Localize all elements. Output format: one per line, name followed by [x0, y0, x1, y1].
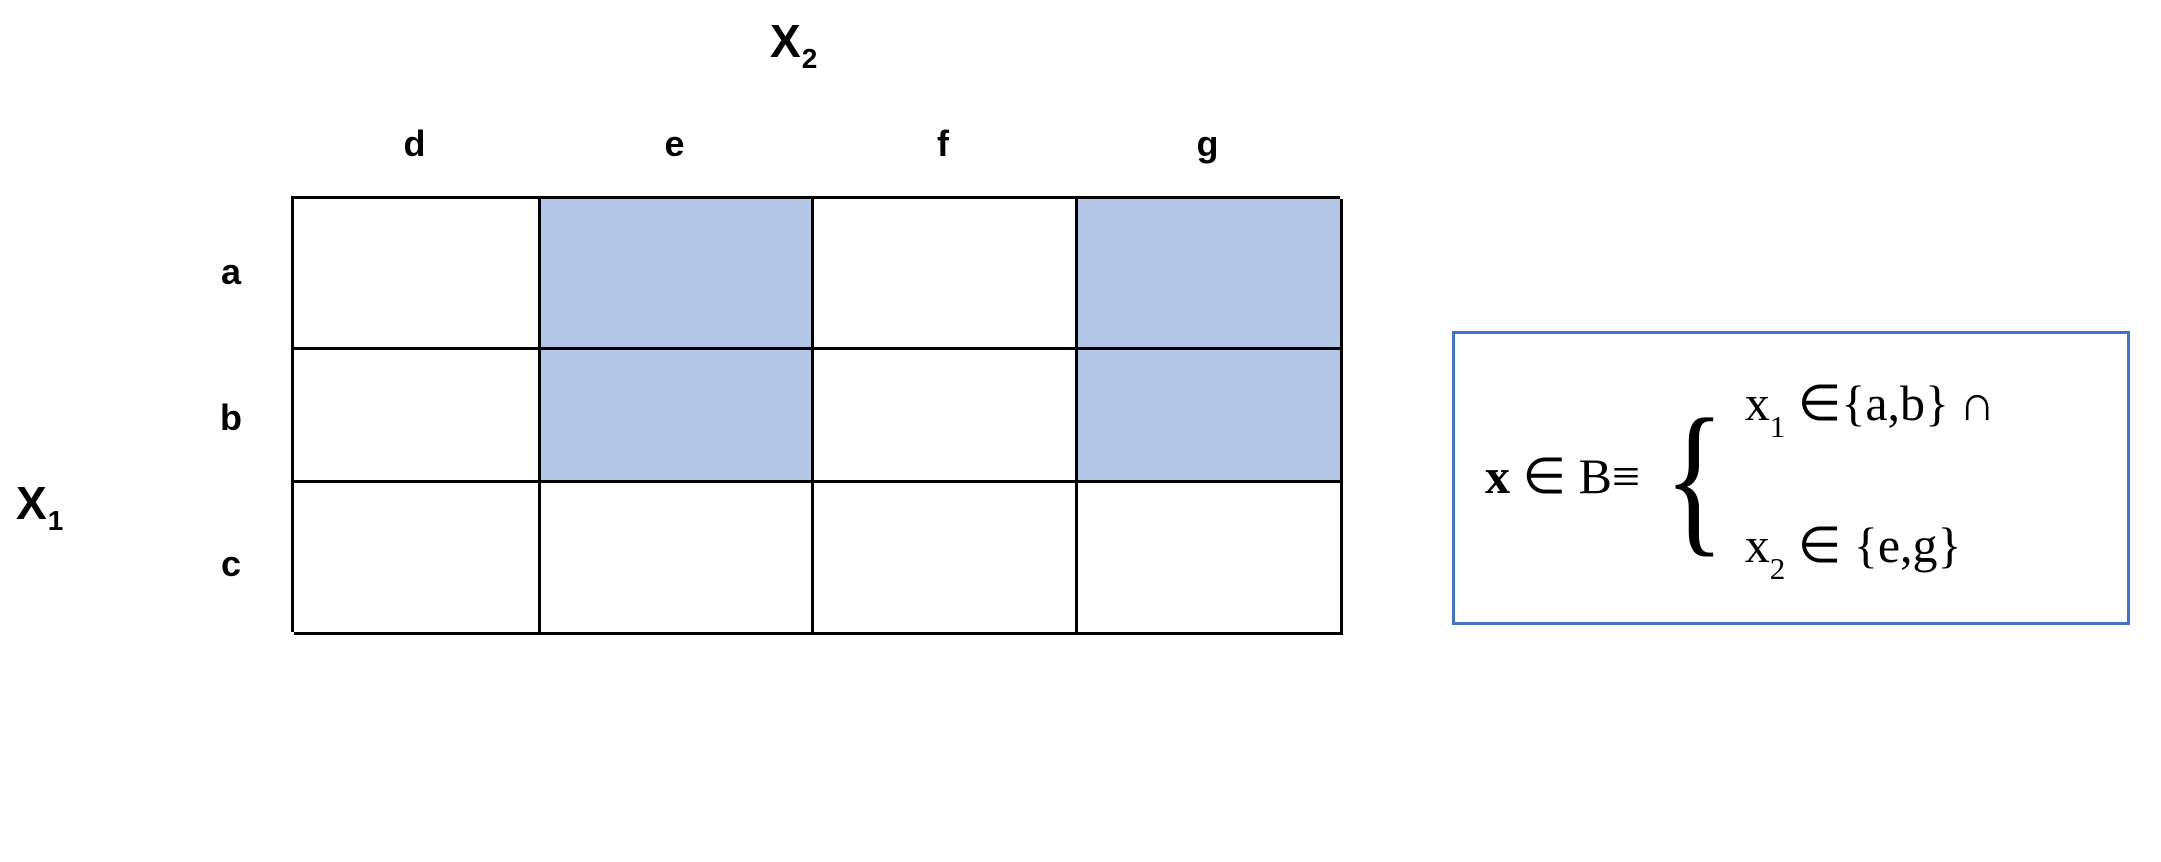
grid-cell-a-e[interactable] — [541, 199, 814, 350]
column-header-e: e — [664, 123, 685, 164]
condition-box: x ∈ B≡ { x1 ∈{a,b}∩ x2 ∈ {e,g} — [1452, 331, 2130, 625]
row-variable-base: X — [16, 477, 47, 529]
column-variable-label: X2 — [770, 15, 817, 73]
formula-variable-x: x — [1485, 448, 1510, 504]
curly-brace-icon: { — [1664, 384, 1725, 571]
grid-cell-b-e[interactable] — [541, 350, 814, 483]
formula-line-2-set: {e,g} — [1853, 517, 1962, 573]
formula-line-2-subscript: 2 — [1769, 551, 1786, 586]
condition-content: x ∈ B≡ { x1 ∈{a,b}∩ x2 ∈ {e,g} — [1455, 334, 2127, 622]
formula-left-hand-side: x ∈ B≡ — [1485, 451, 1640, 505]
grid-cell-a-f[interactable] — [814, 199, 1078, 350]
grid-cell-a-d[interactable] — [294, 199, 541, 350]
grid-cell-b-f[interactable] — [814, 350, 1078, 483]
formula-line-1-set: {a,b} — [1841, 375, 1950, 431]
formula-set-name: B — [1578, 448, 1612, 504]
formula-line-2: x2 ∈ {e,g} — [1744, 517, 1995, 584]
grid-cell-c-d[interactable] — [294, 483, 541, 635]
formula-equiv-symbol: ≡ — [1611, 448, 1641, 504]
formula-line-2-variable: x — [1744, 517, 1770, 573]
grid-cell-b-d[interactable] — [294, 350, 541, 483]
formula-line-1-operator: ∩ — [1959, 375, 1996, 431]
row-variable-label: X1 — [16, 477, 63, 535]
formula-right-hand-side: x1 ∈{a,b}∩ x2 ∈ {e,g} — [1744, 375, 1996, 584]
row-variable-subscript: 1 — [47, 505, 64, 537]
column-variable-base: X — [770, 15, 801, 67]
column-header-d: d — [403, 123, 426, 164]
grid-cell-c-e[interactable] — [541, 483, 814, 635]
grid-cell-c-g[interactable] — [1078, 483, 1343, 635]
formula-line-2-member-symbol: ∈ — [1797, 517, 1842, 573]
formula-member-symbol: ∈ — [1522, 448, 1567, 504]
column-header-f: f — [937, 123, 949, 164]
grid-cell-c-f[interactable] — [814, 483, 1078, 635]
row-header-b: b — [220, 397, 242, 438]
formula-line-1-variable: x — [1744, 375, 1770, 431]
column-variable-subscript: 2 — [801, 43, 818, 75]
grid-cell-a-g[interactable] — [1078, 199, 1343, 350]
grid-cell-b-g[interactable] — [1078, 350, 1343, 483]
cartesian-grid — [291, 196, 1343, 635]
column-header-g: g — [1196, 123, 1219, 164]
row-header-a: a — [220, 251, 242, 292]
formula-line-1: x1 ∈{a,b}∩ — [1744, 375, 1996, 442]
formula-line-1-member-symbol: ∈ — [1797, 375, 1842, 431]
row-header-c: c — [220, 543, 242, 584]
formula-line-1-subscript: 1 — [1769, 409, 1786, 444]
